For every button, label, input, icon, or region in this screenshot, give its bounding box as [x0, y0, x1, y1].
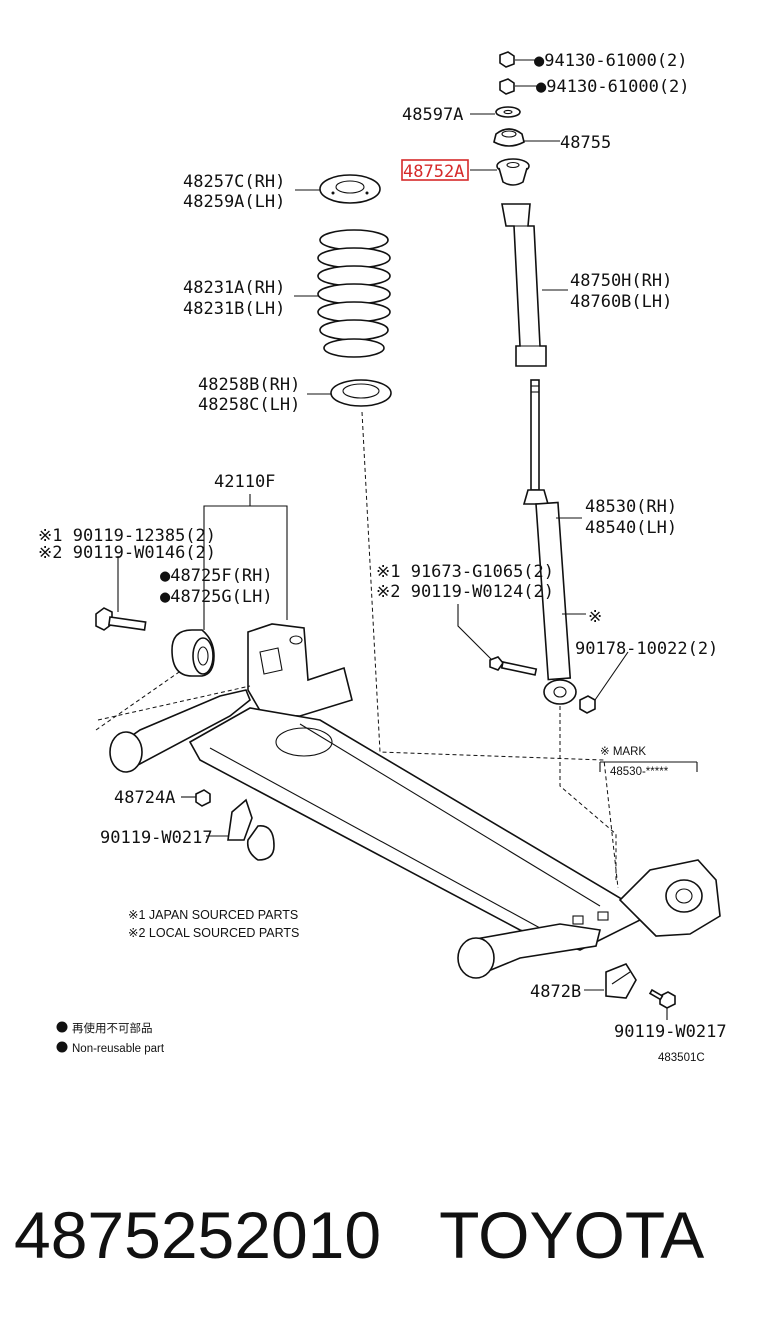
label-upper-seat-rh: 48257C(RH): [183, 172, 285, 192]
bracket-a: [195, 789, 275, 861]
label-lower-seat-lh: 48258C(LH): [198, 395, 300, 415]
coil-spring: [317, 229, 391, 358]
dust-boot: [501, 203, 547, 367]
nut-1: [499, 51, 515, 68]
label-bush-rh: ●48725F(RH): [160, 566, 273, 586]
label-washer: 48597A: [402, 105, 463, 125]
label-bolt-a1: ※1 90119-12385(2): [38, 526, 216, 546]
label-bolt-a2: ※2 90119-W0146(2): [38, 543, 216, 563]
label-bolt-b1: ※1 91673-G1065(2): [376, 562, 554, 582]
label-upper-seat-lh: 48259A(LH): [183, 192, 285, 212]
note-nonreuse-jp: 再使用不可部品: [72, 1021, 153, 1035]
label-lower-seat-rh: 48258B(RH): [198, 375, 300, 395]
label-mark-symbol: ※: [588, 607, 602, 627]
footer: 4875252010 TOYOTA: [14, 1190, 754, 1280]
part-number: 4875252010: [14, 1198, 382, 1272]
support-cap: [493, 128, 525, 147]
upper-spring-seat: [319, 174, 381, 204]
axle-beam: [109, 623, 721, 979]
highlight-box: [401, 159, 469, 181]
shock-mount: [496, 158, 530, 186]
label-bracket-b: 4872B: [530, 982, 581, 1002]
shock-absorber: [522, 379, 577, 705]
label-boot-rh: 48750H(RH): [570, 271, 672, 291]
nonreuse-dot-1: [56, 1021, 68, 1033]
label-nut-2: ●94130-61000(2): [536, 77, 690, 97]
label-boot-lh: 48760B(LH): [570, 292, 672, 312]
label-bolt-b2: ※2 90119-W0124(2): [376, 582, 554, 602]
label-spring-lh: 48231B(LH): [183, 299, 285, 319]
note-japan: ※1 JAPAN SOURCED PARTS: [128, 908, 298, 922]
label-absorber-rh: 48530(RH): [585, 497, 677, 517]
lower-nut: [579, 695, 596, 714]
bracket-b: [605, 963, 676, 1009]
label-highlight: 48752A: [403, 162, 464, 182]
label-spring-rh: 48231A(RH): [183, 278, 285, 298]
brand-name: TOYOTA: [439, 1198, 705, 1272]
lower-spring-seat: [330, 379, 392, 407]
label-bolt-c: 90119-W0217: [100, 828, 213, 848]
bush-bolt: [95, 607, 147, 631]
label-bush-lh: ●48725G(LH): [160, 587, 273, 607]
diagram-code: 483501C: [658, 1052, 705, 1064]
absorber-bolt: [489, 656, 538, 676]
bushing: [171, 629, 215, 677]
label-support: 48755: [560, 133, 611, 153]
label-lower-nut: 90178-10022(2): [575, 639, 718, 659]
label-absorber-lh: 48540(LH): [585, 518, 677, 538]
mark-title: ※ MARK: [600, 746, 646, 758]
label-nut-1: ●94130-61000(2): [534, 51, 688, 71]
label-beam: 42110F: [214, 472, 275, 492]
label-bolt-d: 90119-W0217: [614, 1022, 727, 1042]
mark-value: 48530-*****: [610, 766, 669, 778]
note-local: ※2 LOCAL SOURCED PARTS: [128, 926, 299, 940]
note-nonreuse-en: Non-reusable part: [72, 1043, 165, 1055]
nonreuse-dot-2: [56, 1041, 68, 1053]
label-bracket-a: 48724A: [114, 788, 175, 808]
nut-2: [499, 78, 515, 95]
washer: [495, 106, 521, 118]
